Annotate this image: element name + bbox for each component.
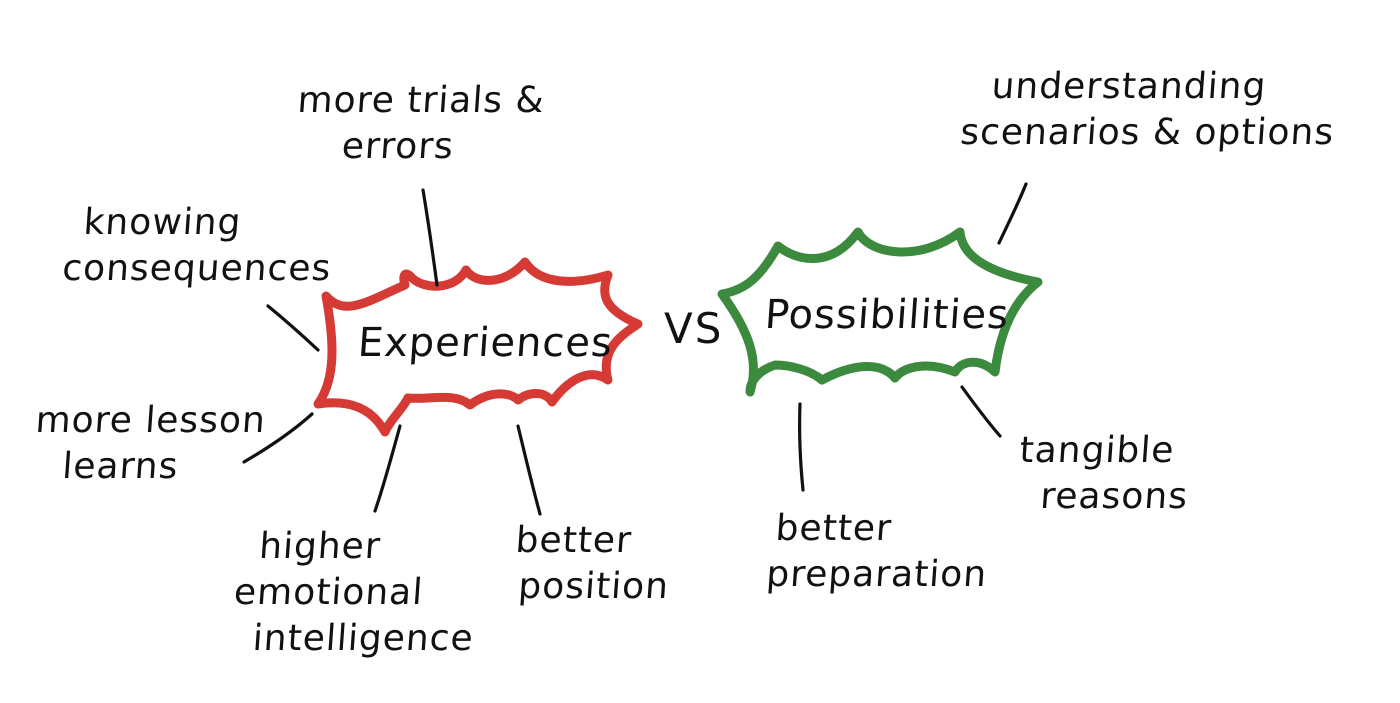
branch-line: knowing [82, 202, 243, 243]
branch-line: preparation [764, 554, 989, 595]
branch-understanding-scenarios-options: understanding scenarios & options [959, 64, 1339, 156]
branch-line: emotional [232, 572, 425, 613]
branch-line: understanding [990, 66, 1268, 107]
connector-emotional-intelligence [373, 424, 402, 513]
vs-label: VS [664, 304, 724, 353]
branch-line: more trials & [296, 80, 547, 121]
connector-knowing-consequences [266, 304, 320, 352]
connector-understanding-scenarios [997, 182, 1028, 245]
connector-lesson-learns [242, 412, 314, 464]
branch-line: intelligence [251, 618, 476, 659]
branch-better-position: better position [511, 518, 674, 610]
branch-knowing-consequences: knowing consequences [61, 200, 336, 292]
branch-line: scenarios & options [958, 112, 1336, 153]
branch-line: reasons [1038, 476, 1190, 517]
branch-tangible-reasons: tangible reasons [1015, 428, 1193, 520]
branch-more-lesson-learns: more lesson learns [31, 398, 268, 490]
branch-line: tangible [1018, 430, 1176, 471]
branch-line: consequences [60, 248, 333, 289]
experiences-burst-shape [313, 257, 643, 437]
connector-tangible-reasons [960, 385, 1002, 438]
branch-line: better [774, 508, 894, 549]
branch-line: errors [340, 126, 456, 167]
branch-higher-emotional-intelligence: higher emotional intelligence [229, 524, 482, 662]
possibilities-burst-shape [717, 227, 1043, 397]
connector-trials-errors [421, 188, 439, 287]
connector-better-position [516, 424, 542, 516]
branch-better-preparation: better preparation [765, 506, 992, 598]
branch-line: higher [257, 526, 383, 567]
connector-better-preparation [798, 402, 805, 492]
experiences-label: Experiences [356, 320, 615, 366]
branch-line: position [516, 566, 671, 607]
possibilities-label: Possibilities [763, 292, 1011, 338]
branch-line: more lesson [34, 400, 268, 441]
branch-more-trials-errors: more trials & errors [293, 78, 546, 170]
branch-line: better [514, 520, 634, 561]
branch-line: learns [60, 446, 180, 487]
